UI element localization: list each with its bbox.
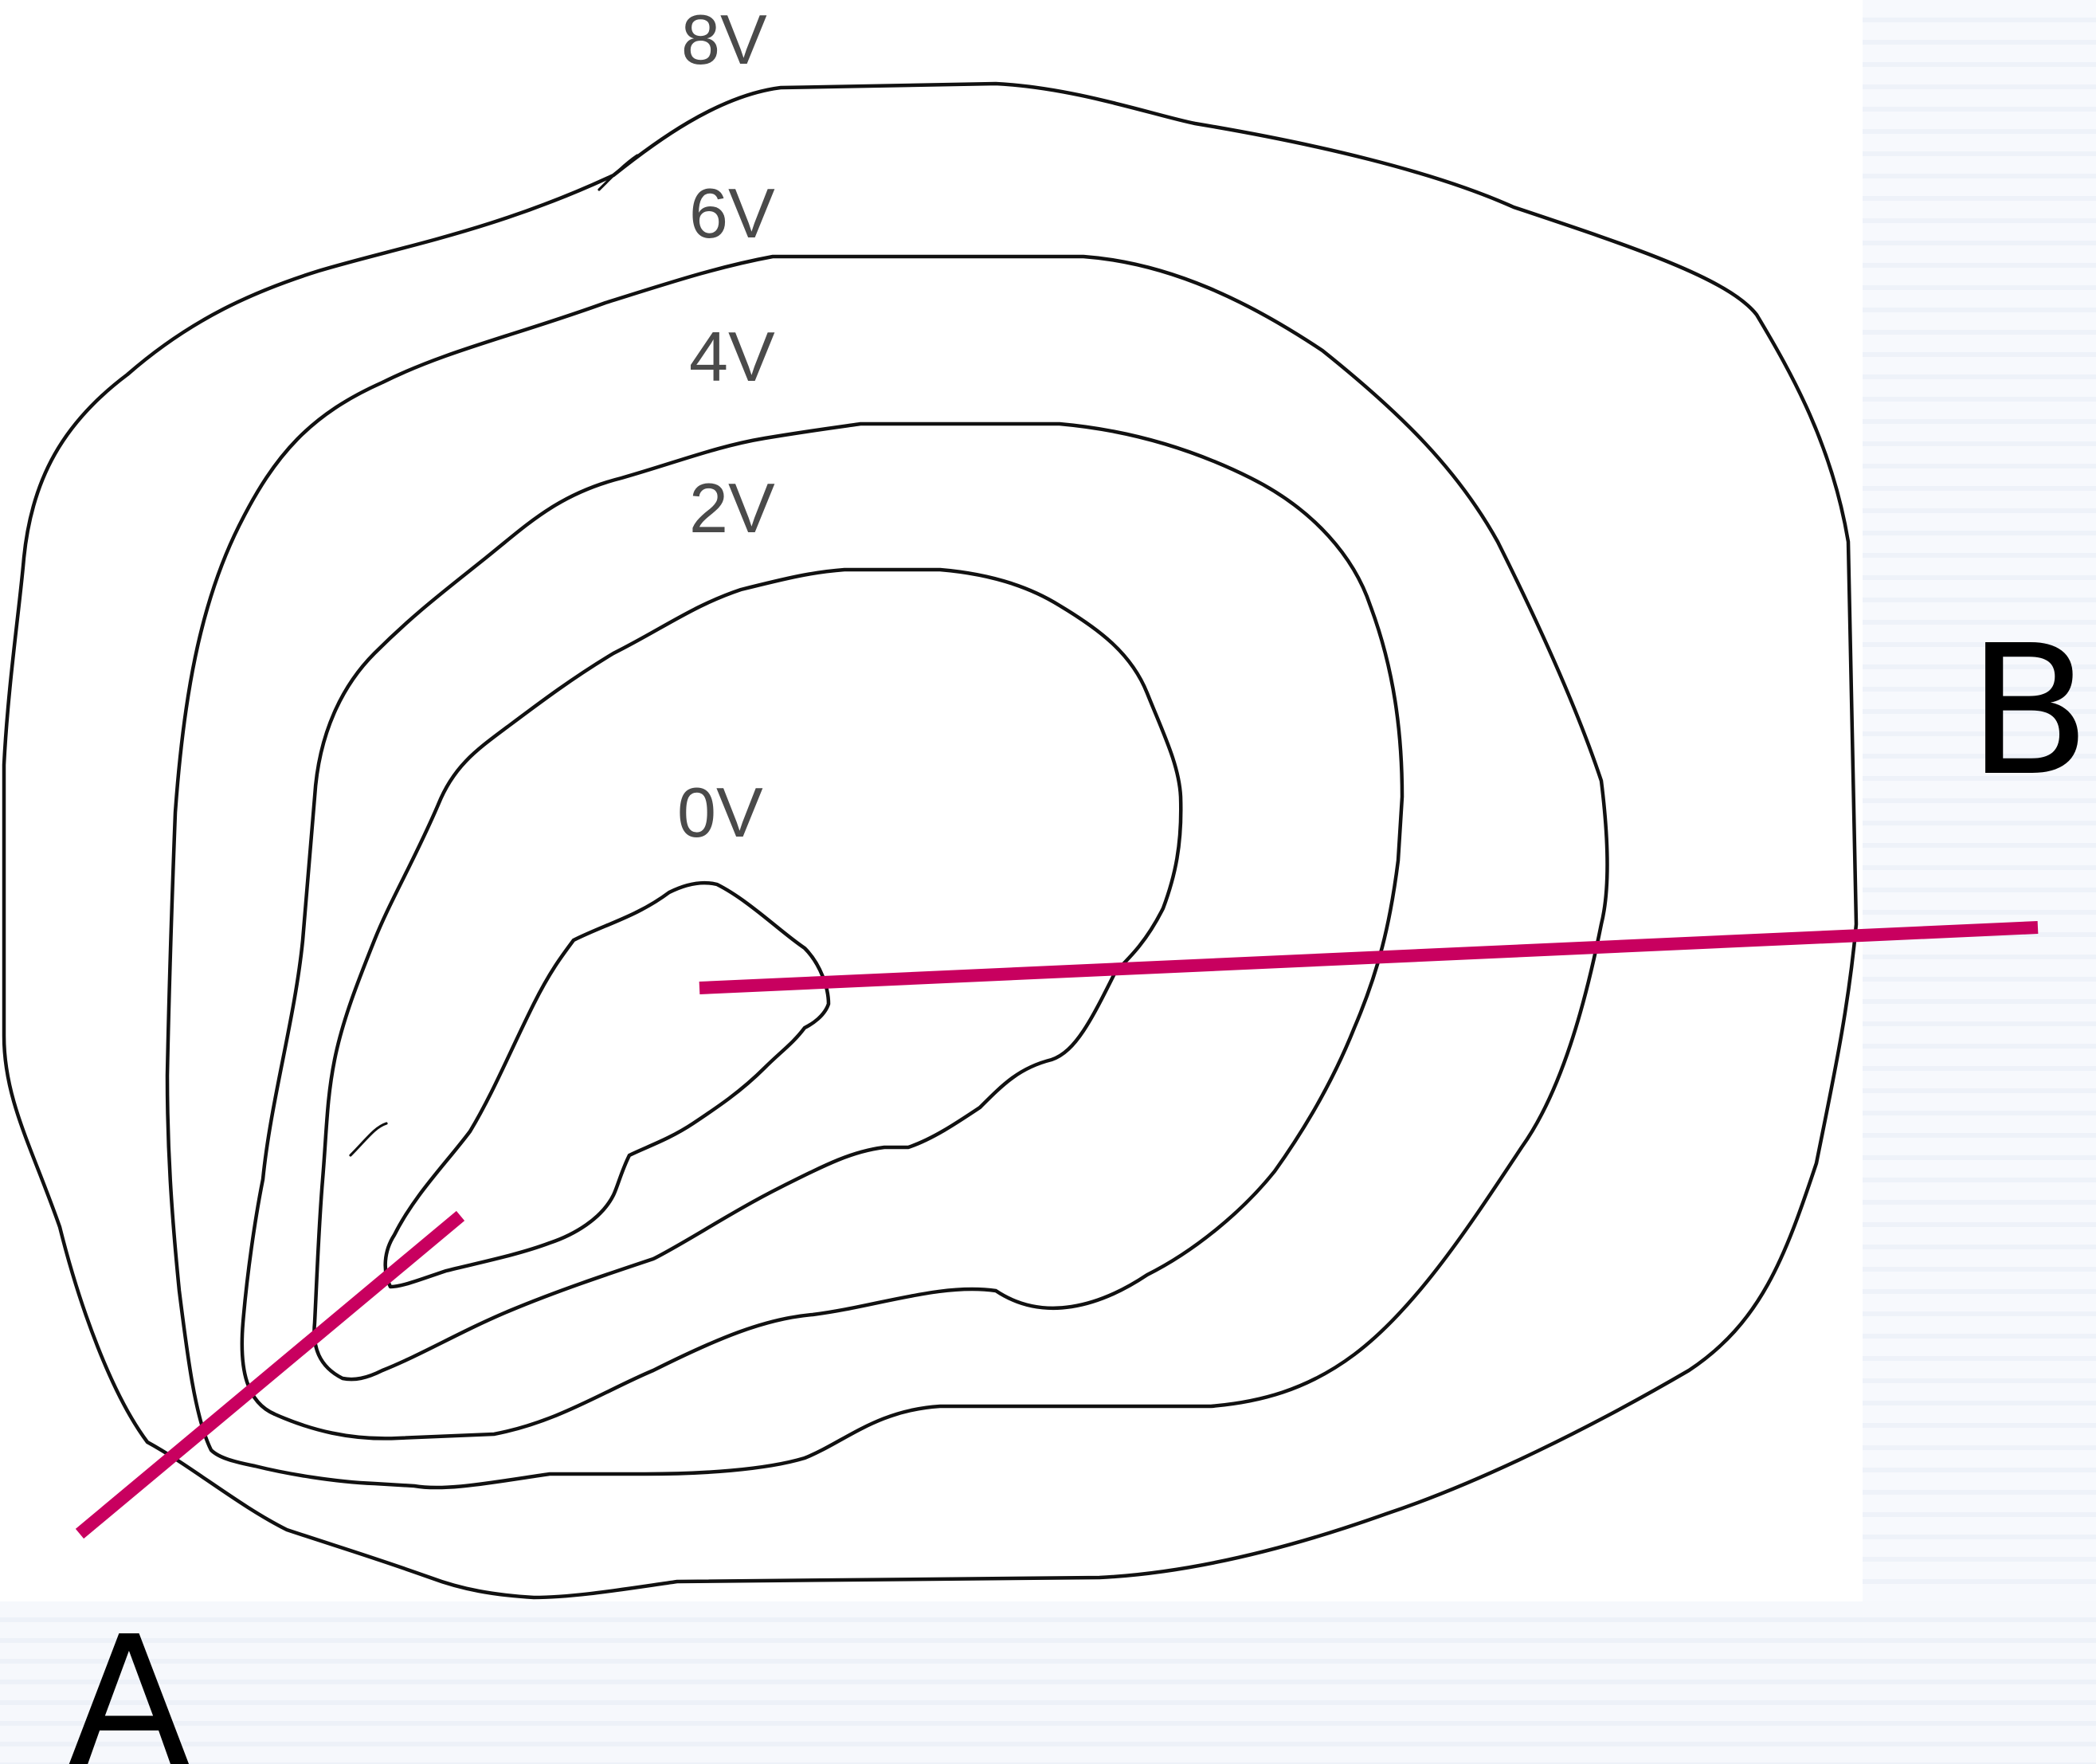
equipotential-line-4v (240, 421, 1405, 1441)
contour-label-6v: 6V (689, 174, 775, 253)
equipotential-line-6v (165, 254, 1609, 1490)
equipotential-line-8v (2, 81, 1859, 1600)
probe-line-b (699, 921, 2039, 994)
contour-label-4v: 4V (689, 317, 775, 396)
background-stripes-right (1863, 0, 2096, 1764)
probe-line-a (75, 1210, 465, 1539)
contour-label-0v: 0V (677, 773, 763, 852)
contour-stray-mark-upper (597, 154, 639, 191)
point-label-a: A (68, 1598, 190, 1764)
contour-label-2v: 2V (689, 468, 775, 547)
background-stripes-bottom (0, 1601, 2096, 1764)
point-label-b: B (1968, 607, 2090, 816)
contour-label-8v: 8V (681, 0, 767, 79)
contour-stray-mark (349, 1122, 388, 1157)
equipotential-line-2v (312, 567, 1183, 1382)
